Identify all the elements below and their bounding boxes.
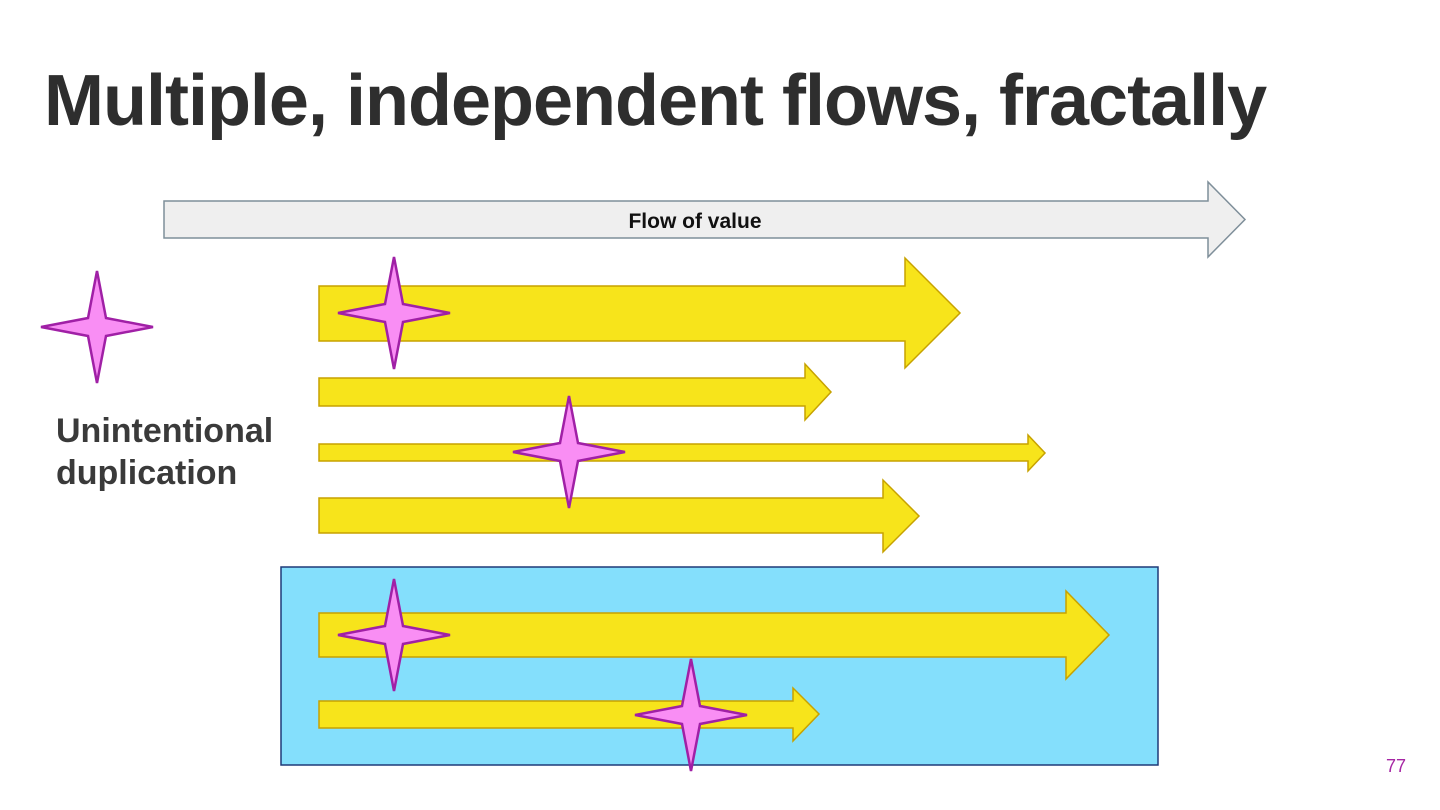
team-group-box [280,566,1159,766]
duplication-star-icon [634,658,748,772]
duplication-star-icon [337,578,451,692]
duplication-star-icon [337,256,451,370]
legend-label-line-1: Unintentional [56,412,274,450]
flow-of-value-arrow: Flow of value [163,180,1247,259]
flow-arrow-1 [318,256,962,370]
flow-arrow-5 [318,589,1111,681]
flow-arrow-4 [318,478,921,554]
duplication-star-icon [512,395,626,509]
legend-star-icon [40,270,154,384]
flow-arrow-2 [318,362,833,422]
legend-label-line-2: duplication [56,454,238,492]
flow-of-value-label: Flow of value [628,210,761,233]
page-number: 77 [1385,756,1406,776]
slide-title: Multiple, independent flows, fractally [44,61,1267,141]
flow-arrow-3 [318,433,1047,473]
legend-label: Unintentional duplication [56,410,273,494]
